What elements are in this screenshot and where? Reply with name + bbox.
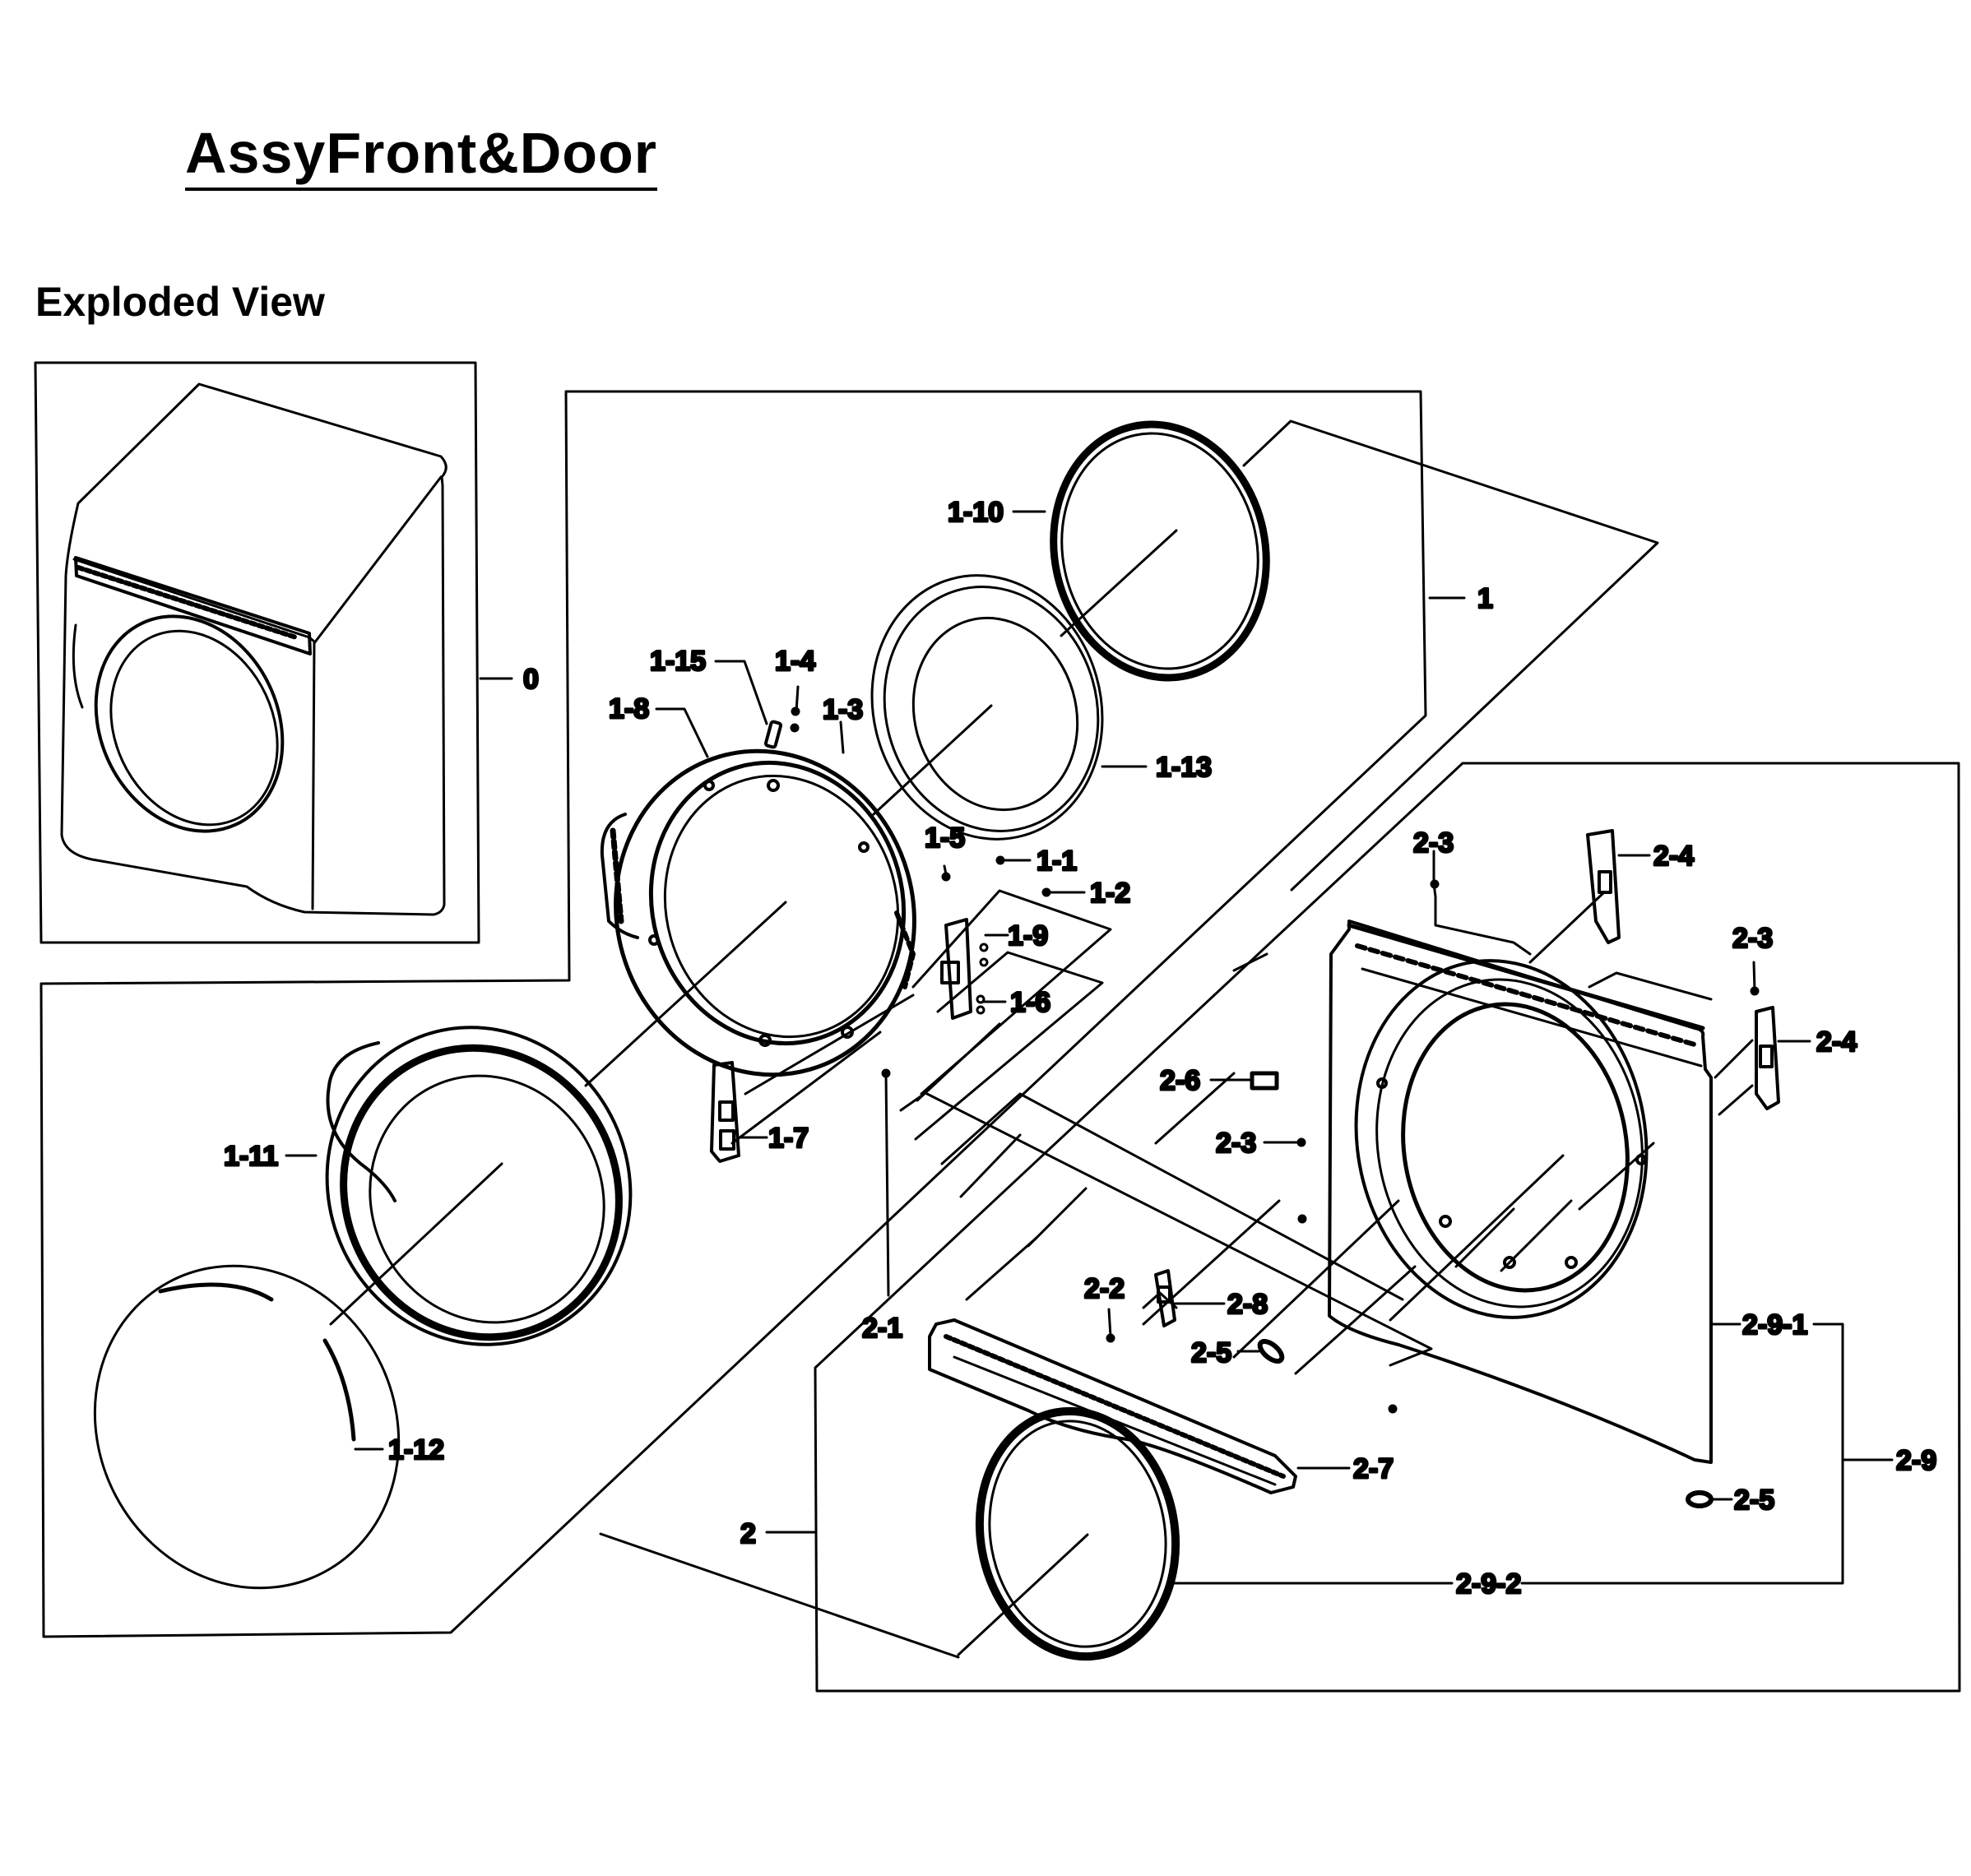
callout-2-8: 2-8 [1227, 1289, 1268, 1320]
callout-1-8: 1-8 [609, 693, 649, 725]
leader-2-bracket [599, 1532, 960, 1659]
leader-1-6-bracket [914, 951, 1104, 1141]
page-title: AssyFront&Door [185, 123, 658, 191]
panel-0-frame [34, 361, 480, 944]
part-1-12-cover [93, 1264, 401, 1590]
callout-1-15: 1-15 [650, 646, 706, 677]
leader-2-3b-bracket [1588, 971, 1713, 1001]
callout-2-1: 2-1 [862, 1313, 902, 1344]
part-2-5-foot-b [1686, 1490, 1714, 1508]
part-2-8-sensor [1154, 1269, 1176, 1327]
callout-1-6: 1-6 [1010, 987, 1050, 1018]
callout-2-9-2: 2-9-2 [1456, 1568, 1521, 1600]
callout-1: 1 [1477, 583, 1493, 614]
callout-2-3b: 2-3 [1732, 923, 1773, 954]
callout-2-5b: 2-5 [1734, 1485, 1774, 1516]
part-1-7-handle [710, 1061, 740, 1163]
dryer-unit-illustration [60, 382, 448, 916]
callout-2-6: 2-6 [1160, 1065, 1200, 1096]
part-2-6-clip [1250, 1071, 1279, 1091]
callout-1-13: 1-13 [1156, 752, 1212, 783]
callout-1-11: 1-11 [224, 1141, 278, 1172]
part-1-8-frame [600, 748, 916, 1077]
panel-1-frame [39, 390, 1427, 1638]
callout-2-2: 2-2 [1084, 1273, 1125, 1304]
part-1-15-latch [763, 706, 800, 749]
leader-2-1 [884, 1072, 890, 1297]
callout-2-3a: 2-3 [1413, 827, 1454, 859]
panel-frames [34, 361, 1961, 1693]
callout-1-3: 1-3 [823, 694, 863, 725]
callout-1-2: 1-2 [1090, 878, 1130, 909]
leader-2-2 [1107, 1308, 1112, 1338]
callout-1-1: 1-1 [1037, 845, 1077, 877]
callout-1-10: 1-10 [948, 497, 1004, 528]
callout-2-7: 2-7 [1353, 1453, 1394, 1485]
leader-1-9-bracket [911, 889, 1112, 1095]
assembly-centerlines-1 [329, 529, 1178, 1326]
leader-1-8 [655, 707, 709, 758]
part-1-13-glass [870, 574, 1104, 841]
leader-1-3 [839, 720, 845, 754]
callout-labels: 0 1 1-10 1-15 1-4 1-8 1-3 1-13 1-5 1-1 1… [223, 496, 1938, 1601]
callout-2-4a: 2-4 [1653, 841, 1694, 872]
callout-2-9-1: 2-9-1 [1742, 1309, 1807, 1341]
part-2-5-foot-a [1257, 1339, 1285, 1364]
leader-2-9-bracket [1520, 1322, 1844, 1585]
callout-2-4b: 2-4 [1816, 1026, 1857, 1058]
assembly-centerlines-2 [899, 891, 1754, 1375]
panel-2-frame [814, 762, 1961, 1693]
callout-2: 2 [740, 1518, 756, 1549]
leader-1-15 [714, 660, 768, 725]
callout-1-9: 1-9 [1008, 920, 1048, 952]
callout-1-7: 1-7 [768, 1123, 809, 1154]
ring-centerline [957, 1533, 1089, 1656]
part-2-9-1-front-panel [1328, 919, 1713, 1464]
callout-1-4: 1-4 [775, 646, 815, 677]
leader-2-3b [1752, 961, 1756, 993]
part-1-9-hinge [940, 918, 989, 1020]
callout-2-5a: 2-5 [1191, 1337, 1231, 1369]
callout-1-5: 1-5 [925, 822, 965, 854]
callout-2-3c: 2-3 [1216, 1128, 1256, 1159]
part-1-11-outer-door [325, 1026, 633, 1346]
part-2-9-2-ring [975, 1406, 1180, 1661]
part-2-4-bracket-right [1755, 1006, 1780, 1110]
leader-2-3a-bracket [1432, 882, 1532, 956]
part-1-10-gasket [1050, 420, 1270, 682]
part-2-7-control-panel [928, 1318, 1297, 1494]
callout-2-9: 2-9 [1896, 1445, 1936, 1476]
callout-0: 0 [523, 664, 539, 695]
leader-1-bracket [1242, 419, 1659, 892]
callout-1-12: 1-12 [388, 1434, 444, 1466]
page-subtitle: Exploded View [35, 279, 325, 325]
part-2-4-bracket-top [1586, 829, 1621, 944]
